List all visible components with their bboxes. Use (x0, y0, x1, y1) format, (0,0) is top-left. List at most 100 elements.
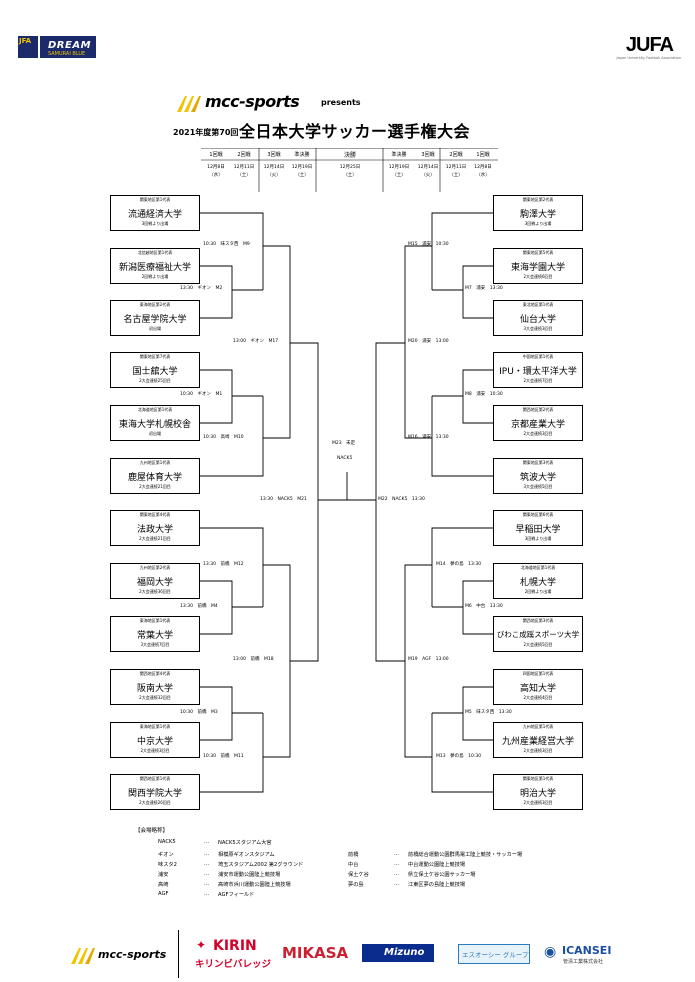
kirin-icon: ✦ (196, 938, 207, 952)
team-box: 東海地区第2代表名古屋学院大学初出場 (110, 300, 200, 336)
team-name: 阪南大学 (136, 684, 173, 694)
venue-abbr: 夢の島 (348, 882, 364, 888)
team-sub: 初出場 (149, 326, 161, 331)
match-label: 13:00 前橋 M18 (233, 657, 274, 662)
team-qual: 関東地区第2代表 (522, 197, 554, 202)
match-label: 10:30 味スタ西 M9 (203, 242, 250, 247)
team-qual: 関東地区第7代表 (139, 354, 171, 359)
round-final: 決勝 (343, 152, 356, 159)
team-name: 鹿屋体育大学 (127, 473, 182, 483)
team-sub: 2回戦より出場 (141, 274, 169, 279)
venue-sep: … (204, 861, 210, 867)
venue-abbr: 保土ケ谷 (348, 872, 369, 878)
team-name: 九州産業経営大学 (501, 737, 574, 747)
match-label: 10:30 前橋 M3 (180, 710, 218, 715)
team-sub: 2大会連続7回目 (523, 378, 553, 383)
footer-icansei: ICANSEI (562, 944, 612, 957)
team-sub: 2大会連続3回目 (523, 800, 553, 805)
team-qual: 関西地区第4代表 (139, 671, 171, 676)
match-label: 13:30 ギオン M2 (180, 286, 223, 291)
presents-label: presents (321, 98, 361, 107)
round-left-1: 1回戦 (209, 152, 223, 158)
venue-abbr: 中台 (348, 862, 359, 868)
soc-logo: エスオーシー グループ (458, 944, 530, 964)
match-label: 10:30 ギオン M1 (180, 392, 223, 397)
team-name: 関西学院大学 (127, 789, 182, 799)
team-name: IPU・環太平洋大学 (499, 367, 577, 377)
team-qual: 東北地区第1代表 (522, 302, 554, 307)
footer-kirin-sub: キリンビバレッジ (195, 959, 272, 970)
team-qual: 北海道地区第1代表 (520, 565, 556, 570)
team-name: 名古屋学院大学 (123, 315, 187, 325)
footer-mcc: mcc-sports (98, 948, 167, 961)
match-label: 13:30 NACK5 M21 (260, 497, 307, 502)
venue-abbr: 浦安 (158, 872, 169, 878)
footer-mikasa: MIKASA (282, 944, 349, 962)
team-qual: 東海地区第1代表 (139, 724, 171, 729)
venue-full: 県立保土ケ谷公園サッカー場 (408, 872, 476, 878)
team-name: 国士舘大学 (132, 367, 178, 377)
match-label: M14 夢の島 13:30 (436, 562, 482, 567)
venue-full: 浦安市運動公園陸上競技場 (218, 872, 281, 878)
team-sub: 2大会連続6回目 (523, 274, 553, 279)
mcc-sports-label: mcc-sports (205, 92, 300, 111)
team-name: 常葉大学 (136, 631, 173, 641)
team-name: 札幌大学 (519, 578, 556, 588)
venue-full: 埼玉スタジアム2002 第2グラウンド (218, 862, 304, 868)
round-header-lines (201, 148, 498, 192)
team-qual: 東海地区第2代表 (139, 302, 171, 307)
venue-full: 中台運動公園陸上競技場 (408, 862, 466, 868)
venue-sep: … (394, 851, 400, 857)
venue-sep: … (204, 891, 210, 897)
team-qual: 九州地区第1代表 (522, 724, 554, 729)
final-match: M23 未定 (332, 441, 356, 446)
team-name: 流通経済大学 (127, 210, 182, 220)
team-name: 高知大学 (519, 684, 556, 694)
match-label: 10:30 高崎 M10 (203, 435, 244, 440)
team-qual: 関西地区第2代表 (522, 407, 554, 412)
round-left-4: 準決勝 (294, 152, 310, 158)
footer-kirin: KIRIN (213, 938, 257, 954)
team-name: 福岡大学 (136, 578, 173, 588)
venue-abbr: ギオン (158, 852, 174, 858)
jufa-sub: Japan University Football Association (616, 56, 681, 60)
date-left-4: 12月19日 （土） (291, 165, 313, 178)
team-qual: 中国地区第1代表 (522, 354, 554, 359)
team-sub: 2大会連続5回目 (523, 642, 553, 647)
venue-title: 【会場略称】 (135, 828, 169, 834)
team-qual: 関東地区第1代表 (139, 197, 171, 202)
round-left-3: 3回戦 (267, 152, 281, 158)
match-label: M19 AGF 13:00 (408, 657, 449, 662)
team-qual: 関西地区第3代表 (522, 618, 554, 623)
mizuno-logo: Mizuno (362, 944, 434, 962)
final-venue: NACK5 (337, 456, 353, 461)
team-sub: 2大会連続26回目 (139, 800, 171, 805)
team-qual: 関東地区第4代表 (139, 512, 171, 517)
match-label: 13:30 前橋 M12 (203, 562, 244, 567)
footer-divider (178, 930, 179, 978)
match-label: M8 浦安 10:30 (465, 392, 503, 397)
icansei-icon: ◉ (544, 944, 557, 960)
jfa-dream-logo: JFA DREAM SAMURAI BLUE (18, 36, 96, 58)
date-right-3: 12月11日 （土） (445, 165, 467, 178)
venue-full: 高崎市浜川運動公園陸上競技場 (218, 882, 291, 888)
footer-soc: エスオーシー グループ (462, 951, 529, 959)
round-right-1: 準決勝 (391, 152, 407, 158)
venue-full: AGFフィールド (218, 892, 255, 898)
match-label: M20 浦安 13:00 (408, 339, 449, 344)
venue-sep: … (394, 881, 400, 887)
jufa-label: JUFA (625, 34, 674, 56)
team-qual: 四国地区第1代表 (522, 671, 554, 676)
round-right-2: 3回戦 (421, 152, 435, 158)
